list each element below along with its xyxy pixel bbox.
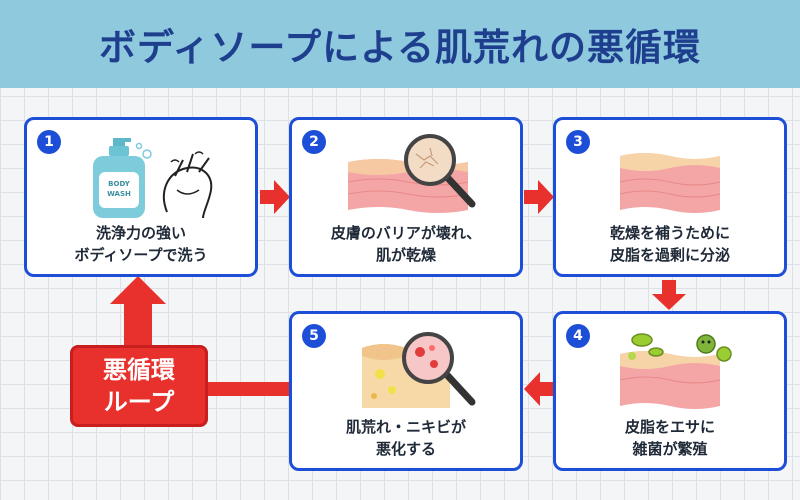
step-card-2: 2 皮膚のバリアが壊れ、 肌が乾燥 [289,117,523,277]
step-text-line-1: 洗浄力の強い [95,224,186,242]
loop-label-line-1: 悪循環 [103,356,175,384]
body-wash-bottle-icon: BODY WASH [93,138,213,219]
step-text-line-2: ボディソープで洗う [74,246,208,264]
loop-label-box: 悪循環 ループ [70,345,208,427]
step-number-badge: 2 [302,130,326,154]
step-text: 乾燥を補うために 皮脂を過剰に分泌 [556,222,784,266]
page-title: ボディソープによる肌荒れの悪循環 [98,26,702,69]
step-text-line-1: 皮膚のバリアが壊れ、 [330,224,482,242]
step-number-badge: 1 [37,130,61,154]
step-text-line-1: 肌荒れ・ニキビが [345,418,466,436]
arrow-1-to-2-icon [260,180,290,214]
bacteria-skin-icon [619,333,732,409]
step-number-badge: 3 [566,130,590,154]
step-text: 洗浄力の強い ボディソープで洗う [27,222,255,266]
loop-label-line-2: ループ [103,388,175,416]
arrow-2-to-3-icon [524,180,554,214]
step-number-badge: 5 [302,324,326,348]
step-text: 皮膚のバリアが壊れ、 肌が乾燥 [292,222,520,266]
step-text-line-2: 悪化する [375,440,436,458]
step-card-4: 4 皮脂をエサに 雑菌が繁殖 [553,311,787,471]
step-text: 肌荒れ・ニキビが 悪化する [292,416,520,460]
loop-arrow-icon [110,276,292,396]
step-text-line-1: 皮脂をエサに [624,418,715,436]
step-card-3: 3 乾燥を補うために 皮脂を過剰に分泌 [553,117,787,277]
step-number-badge: 4 [566,324,590,348]
title-bar: ボディソープによる肌荒れの悪循環 [0,0,800,88]
step-text-line-1: 乾燥を補うために [609,224,730,242]
dry-skin-magnifier-icon [347,134,476,213]
step-text-line-2: 雑菌が繁殖 [632,440,708,458]
acne-magnifier-icon [362,332,476,408]
step-text: 皮脂をエサに 雑菌が繁殖 [556,416,784,460]
bottle-label-body: BODY [108,180,131,188]
step-card-1: 1 BODY WASH 洗浄力の強い ボディソープで洗う [24,117,258,277]
step-text-line-2: 肌が乾燥 [375,246,436,264]
arrow-4-to-5-icon [524,372,554,406]
step-card-5: 5 肌荒れ・ニキビが 悪化する [289,311,523,471]
skin-layer-icon [619,153,721,213]
step-text-line-2: 皮脂を過剰に分泌 [609,246,730,264]
arrow-3-to-4-icon [652,280,686,310]
bottle-label-wash: WASH [107,190,131,198]
